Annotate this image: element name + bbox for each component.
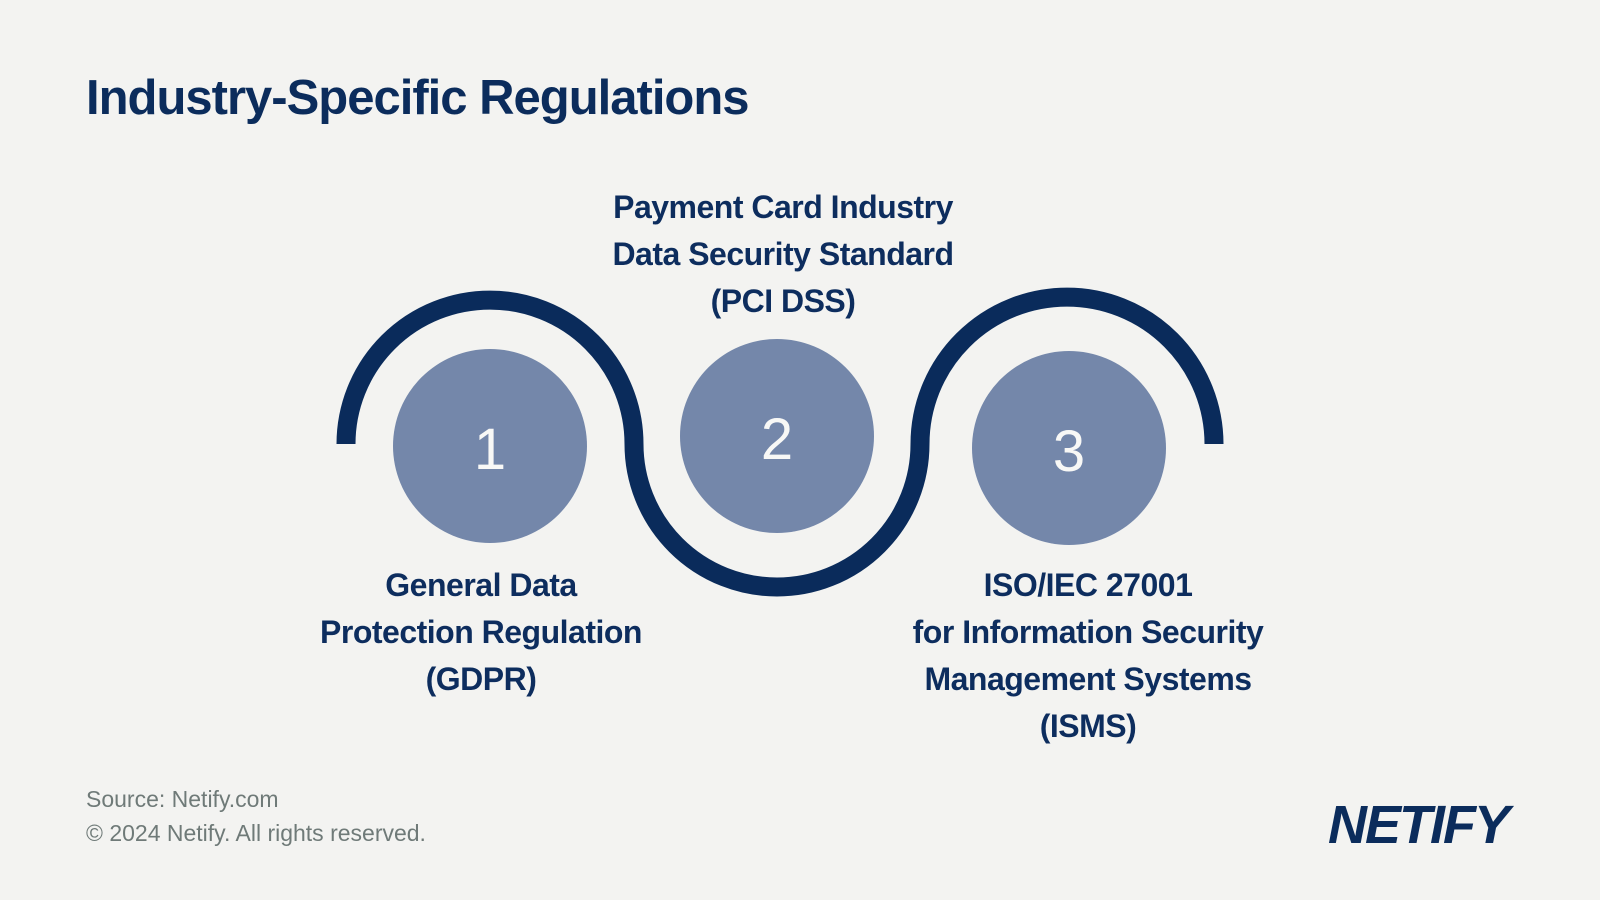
copyright-text: © 2024 Netify. All rights reserved.: [86, 820, 426, 846]
step-circle-2: 2: [680, 339, 874, 533]
step-circle-1: 1: [393, 349, 587, 543]
step-label-line: Payment Card Industry: [613, 189, 953, 225]
step-label-line: (PCI DSS): [710, 283, 856, 319]
step-circle-3: 3: [972, 351, 1166, 545]
step-label-line: Management Systems: [924, 661, 1252, 697]
netify-logo: NETIFY: [1327, 795, 1510, 855]
step-label-line: Data Security Standard: [612, 236, 954, 272]
step-label-line: for Information Security: [912, 614, 1264, 650]
page-title: Industry-Specific Regulations: [86, 71, 750, 125]
step-label-line: General Data: [385, 567, 577, 603]
step-label-isms: ISO/IEC 27001 for Information Security M…: [778, 562, 1398, 750]
step-label-line: (ISMS): [1039, 708, 1137, 744]
step-label-line: (GDPR): [425, 661, 537, 697]
step-number-1: 1: [473, 417, 507, 482]
source-text: Source: Netify.com: [86, 786, 279, 812]
step-number-3: 3: [1052, 419, 1086, 484]
step-number-2: 2: [760, 407, 794, 472]
step-label-pci-dss: Payment Card Industry Data Security Stan…: [473, 184, 1093, 325]
step-label-line: ISO/IEC 27001: [983, 567, 1193, 603]
step-label-gdpr: General Data Protection Regulation (GDPR…: [171, 562, 791, 703]
step-label-line: Protection Regulation: [320, 614, 642, 650]
footer: Source: Netify.com © 2024 Netify. All ri…: [86, 782, 426, 850]
